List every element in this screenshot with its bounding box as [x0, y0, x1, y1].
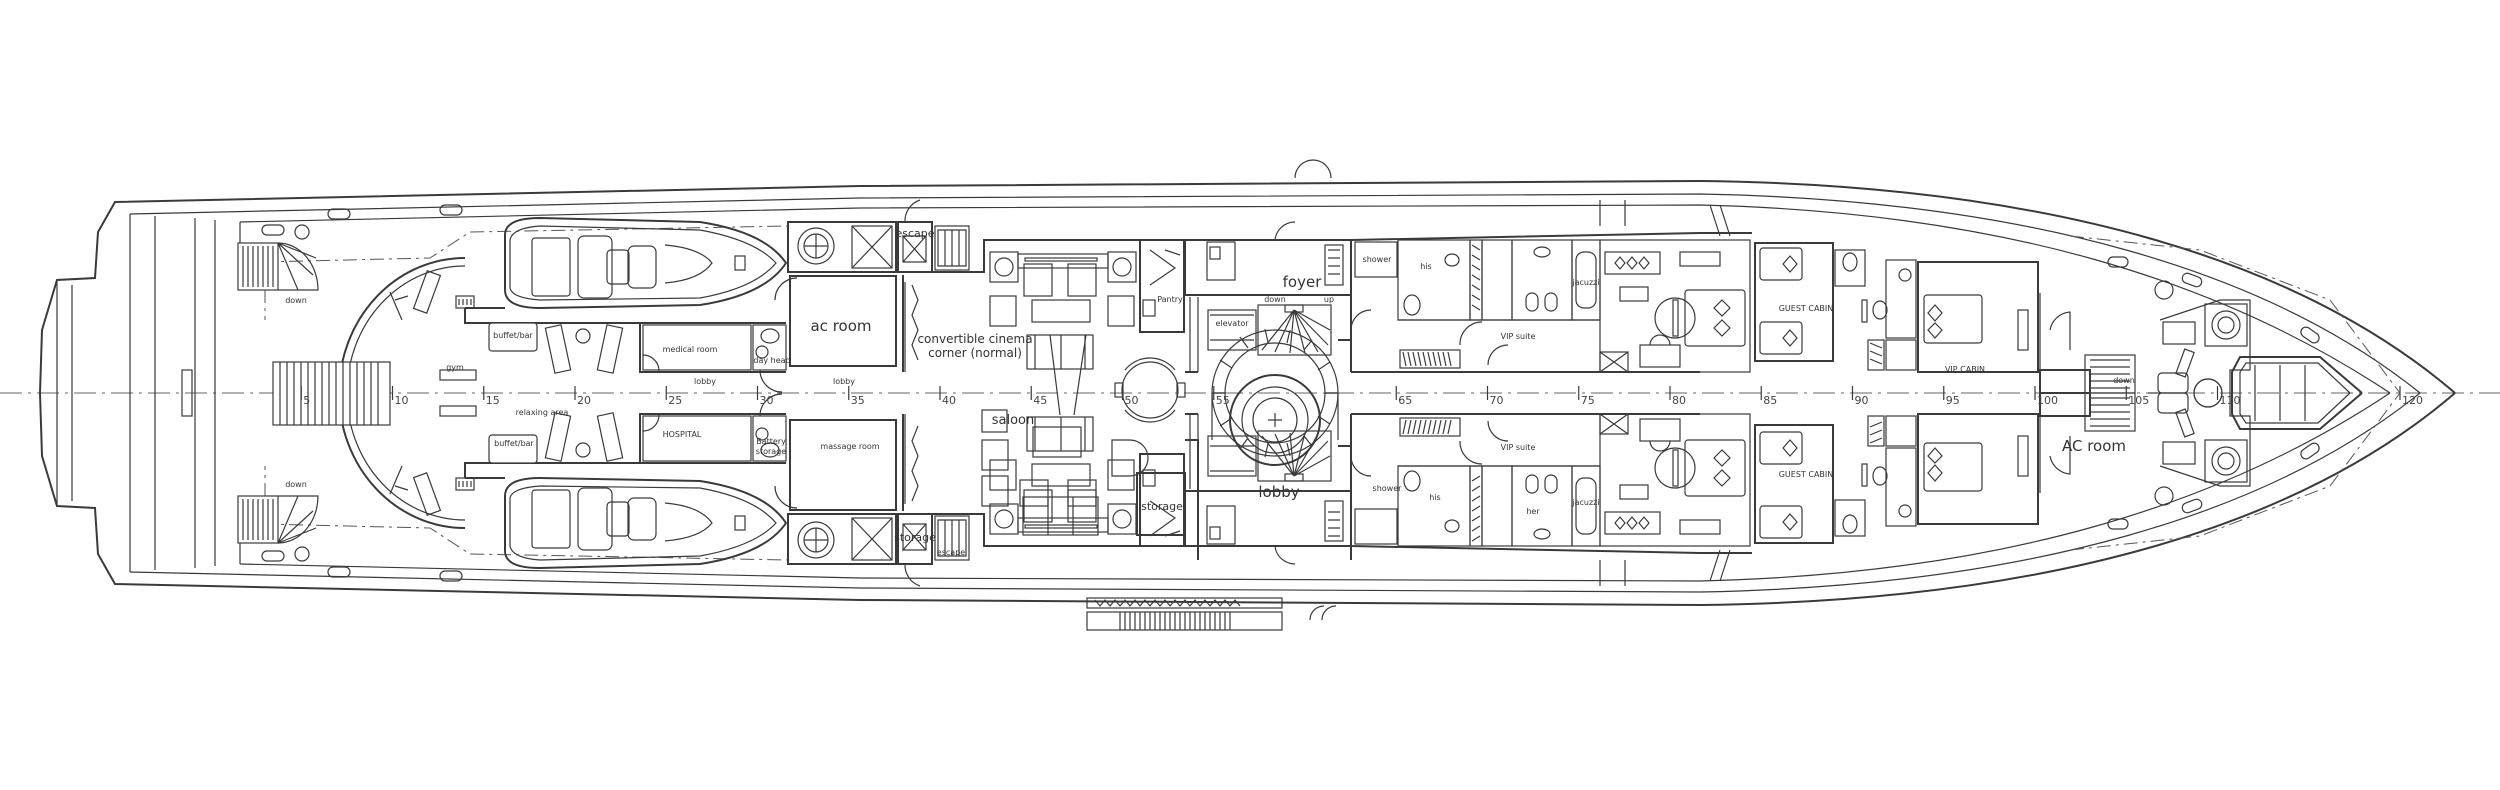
dining-table — [1121, 361, 1179, 419]
label-vip-cabin: VIP CABIN — [1945, 365, 1985, 374]
frame-number: 65 — [1398, 394, 1412, 407]
frame-number: 20 — [577, 394, 591, 407]
frame-number: 30 — [760, 394, 774, 407]
label-his: his — [1420, 262, 1431, 271]
label-ac-room: AC room — [2062, 437, 2126, 455]
shower — [1354, 241, 1398, 278]
label-down: down — [285, 480, 307, 489]
frame-number: 95 — [1946, 394, 1960, 407]
label-day-head: day head — [753, 356, 790, 365]
label-down: down — [1264, 295, 1286, 304]
label-guest-cabin: GUEST CABIN — [1779, 470, 1834, 479]
label-vip-suite: VIP suite — [1501, 443, 1536, 452]
label-down: down — [2113, 376, 2135, 385]
label-up: up — [1324, 295, 1334, 304]
label-gym: gym — [446, 363, 464, 372]
hull-inner-line — [129, 193, 2421, 394]
frame-number: 70 — [1490, 394, 1504, 407]
label-hospital: HOSPITAL — [663, 430, 702, 439]
passerelle — [1086, 597, 1337, 631]
fan-icon — [797, 227, 835, 265]
label-convertible-cinema: convertible cinema — [917, 332, 1032, 346]
label-jacuzzi: jacuzzi — [1571, 498, 1599, 507]
label-escape: escape — [895, 227, 934, 240]
buffet-bar — [488, 322, 538, 352]
label-storage: storage — [1141, 500, 1183, 513]
label-buffet-bar: buffet/bar — [494, 439, 534, 448]
aft-stair-icon — [237, 242, 319, 291]
frame-numbers: 5 10 15 20 25 30 35 40 45 50 55 65 70 75 80 85 90 95 100 10… — [300, 386, 2423, 407]
frame-number: 10 — [395, 394, 409, 407]
frame-number: 90 — [1855, 394, 1869, 407]
frame-number: 80 — [1672, 394, 1686, 407]
label-lobby: lobby — [833, 377, 855, 386]
hull-outline — [39, 179, 2456, 394]
storage-room — [1136, 472, 1186, 536]
elevator — [1207, 309, 1257, 351]
label-battery-storage: Battery — [756, 437, 786, 446]
transom — [129, 214, 241, 393]
guest-cabin — [1754, 242, 1834, 362]
label-down: down — [285, 296, 307, 305]
lobby-spiral-stair — [1211, 329, 1339, 394]
frame-number: 45 — [1033, 394, 1047, 407]
label-battery-storage: storage — [756, 447, 786, 456]
label-her: her — [1526, 507, 1540, 516]
frame-number: 25 — [668, 394, 682, 407]
frame-number: 55 — [1216, 394, 1230, 407]
label-jacuzzi: jacuzzi — [1571, 278, 1599, 287]
label-cinema-corner: corner (normal) — [928, 346, 1022, 360]
label-escape: escape — [937, 548, 965, 557]
frame-number: 110 — [2220, 394, 2241, 407]
frame-number: 15 — [486, 394, 500, 407]
medical-room — [642, 324, 752, 371]
frame-number: 5 — [303, 394, 310, 407]
frame-number: 40 — [942, 394, 956, 407]
bow-tender-icon — [2231, 356, 2363, 394]
label-guest-cabin: GUEST CABIN — [1779, 304, 1834, 313]
label-foyer: foyer — [1283, 273, 1323, 291]
frame-number: 120 — [2402, 394, 2423, 407]
frame-number: 50 — [1125, 394, 1139, 407]
label-medical-room: medical room — [663, 345, 718, 354]
label-his: his — [1429, 493, 1440, 502]
tender-boat-icon — [504, 216, 788, 310]
frame-number: 75 — [1581, 394, 1595, 407]
label-pantry: Pantry — [1157, 295, 1183, 304]
frame-number: 35 — [851, 394, 865, 407]
aft-central-stair — [272, 361, 391, 426]
label-shower: shower — [1363, 255, 1393, 264]
vip-cabin — [1917, 261, 2039, 373]
ac-room — [789, 275, 897, 367]
label-ac-room: ac room — [810, 317, 871, 335]
label-elevator: elevator — [1215, 319, 1249, 328]
label-storage: storage — [894, 531, 936, 544]
label-lobby: lobby — [694, 377, 716, 386]
label-buffet-bar: buffet/bar — [493, 331, 533, 340]
day-head — [752, 324, 787, 371]
label-shower: shower — [1373, 484, 1403, 493]
label-relaxing-area: relaxing area — [516, 408, 569, 417]
label-massage-room: massage room — [820, 442, 879, 451]
frame-number: 105 — [2128, 394, 2149, 407]
label-saloon: saloon — [992, 413, 1035, 428]
frame-number: 85 — [1763, 394, 1777, 407]
label-lobby-main: lobby — [1258, 483, 1299, 501]
label-vip-suite: VIP suite — [1501, 332, 1536, 341]
frame-number: 100 — [2037, 394, 2058, 407]
double-bed — [1684, 289, 1746, 347]
